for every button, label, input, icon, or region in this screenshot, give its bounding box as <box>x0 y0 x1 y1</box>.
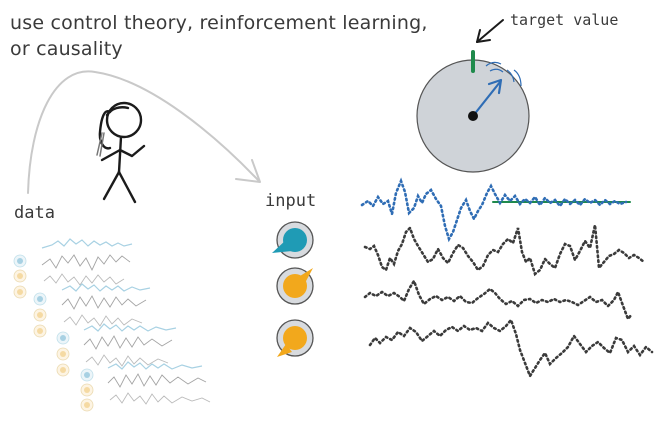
curved-arrow-icon <box>27 70 261 194</box>
input-knob-orange-2[interactable] <box>276 319 314 357</box>
series-dark-1 <box>363 224 646 277</box>
pointer-arrow-icon <box>476 19 504 43</box>
data-sheet-3 <box>56 323 177 377</box>
series-dark-2 <box>363 278 634 322</box>
target-value-label: target value <box>510 11 618 29</box>
data-sheet-4 <box>80 361 211 412</box>
series-dark-3 <box>368 317 654 379</box>
series-blue <box>360 177 628 243</box>
time-series-panel <box>360 177 654 379</box>
input-label: input <box>265 191 316 211</box>
caption-line-2: or causality <box>10 38 123 60</box>
data-sheets-stack <box>13 238 211 412</box>
data-sheet-1 <box>13 238 133 299</box>
input-knob-teal[interactable] <box>272 221 314 259</box>
data-label: data <box>14 203 55 223</box>
gauge-dial-icon <box>416 50 530 173</box>
input-knob-orange-1[interactable] <box>276 267 314 305</box>
caption-line-1: use control theory, reinforcement learni… <box>10 12 428 34</box>
data-sheet-2 <box>33 283 151 338</box>
stick-figure-icon <box>96 101 146 204</box>
